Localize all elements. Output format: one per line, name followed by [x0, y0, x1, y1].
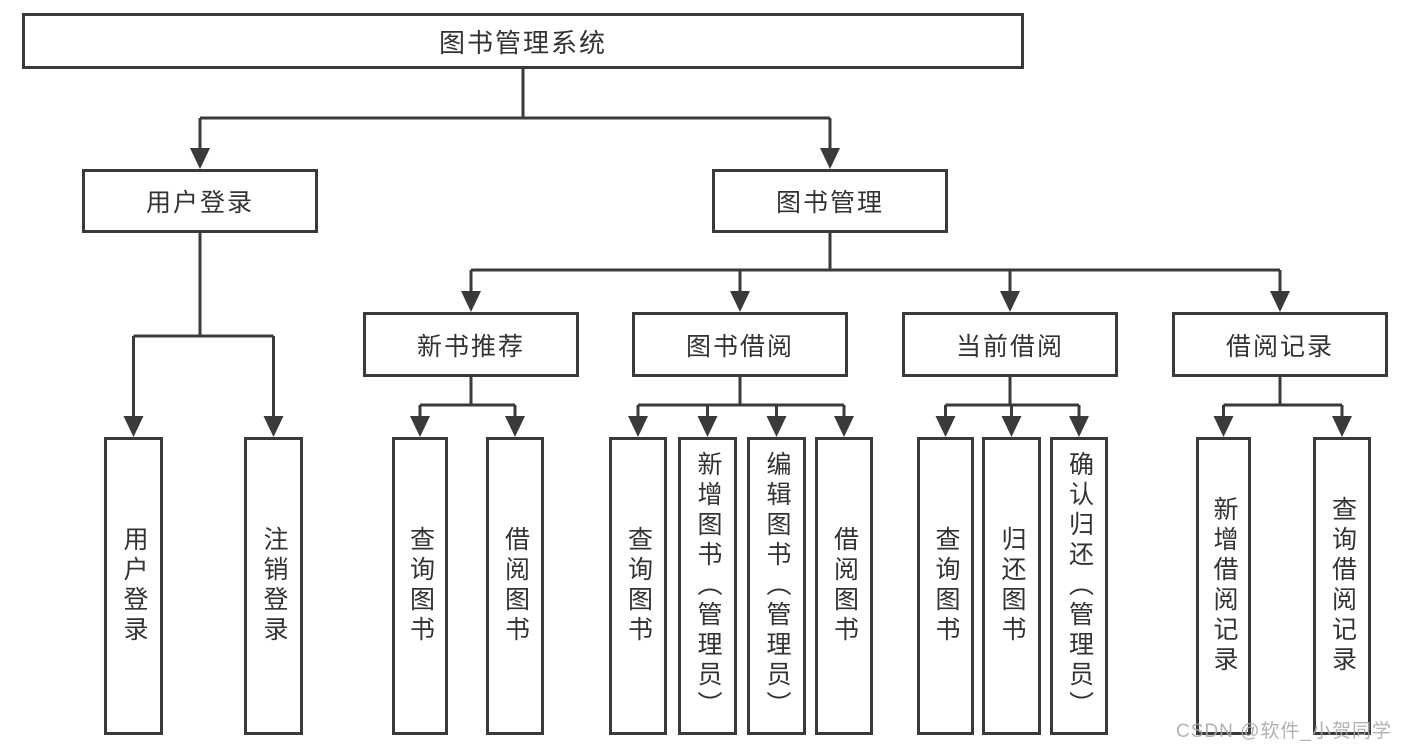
connector-current-borrow: [944, 377, 1081, 418]
leaf-br-query-record-label: 查询借阅记录: [1328, 496, 1357, 676]
node-borrowing-records: 借阅记录: [1172, 312, 1388, 377]
connector-borrow-records: [1222, 377, 1344, 418]
leaf-bb-query-books: 查询图书: [609, 437, 667, 735]
leaf-user-login: 用户登录: [104, 437, 163, 735]
leaf-cb-query-books-label: 查询图书: [932, 526, 960, 646]
leaf-user-login-label: 用户登录: [120, 526, 148, 646]
leaf-br-query-record: 查询借阅记录: [1313, 437, 1371, 735]
leaf-nb-query-books: 查询图书: [392, 437, 448, 735]
leaf-br-add-record: 新增借阅记录: [1196, 437, 1251, 735]
leaf-bb-borrow-books: 借阅图书: [815, 437, 873, 735]
connector-lines: [132, 69, 1344, 418]
leaf-bb-edit-books-admin-label: 编辑图书（管理员）: [763, 451, 791, 721]
connector-book-borrow: [636, 377, 846, 418]
leaf-logout: 注销登录: [244, 437, 303, 735]
leaf-cb-return-books-label: 归还图书: [998, 526, 1026, 646]
leaf-nb-borrow-books-label: 借阅图书: [501, 526, 530, 646]
leaf-cb-query-books: 查询图书: [917, 437, 974, 735]
leaf-cb-confirm-return-admin: 确认归还（管理员）: [1050, 437, 1108, 735]
connector-new-books: [418, 377, 517, 418]
leaf-bb-add-books-admin-label: 新增图书（管理员）: [694, 451, 722, 721]
leaf-nb-borrow-books: 借阅图书: [486, 437, 544, 735]
node-root: 图书管理系统: [22, 13, 1024, 69]
leaf-bb-edit-books-admin: 编辑图书（管理员）: [747, 437, 806, 735]
connector-root: [198, 69, 832, 150]
csdn-watermark: CSDN @软件_小贺同学: [1176, 721, 1392, 742]
node-book-borrowing: 图书借阅: [632, 312, 848, 377]
leaf-bb-add-books-admin: 新增图书（管理员）: [678, 437, 737, 735]
leaf-br-add-record-label: 新增借阅记录: [1210, 496, 1238, 676]
node-book-management: 图书管理: [712, 169, 948, 233]
leaf-logout-label: 注销登录: [260, 526, 288, 646]
leaf-cb-return-books: 归还图书: [982, 437, 1041, 735]
leaf-bb-query-books-label: 查询图书: [624, 526, 653, 646]
connector-book-mgmt: [469, 233, 1282, 293]
node-user-login: 用户登录: [82, 169, 318, 233]
node-current-borrowing: 当前借阅: [902, 312, 1118, 377]
leaf-nb-query-books-label: 查询图书: [406, 526, 435, 646]
connector-user-login: [132, 233, 275, 418]
leaf-bb-borrow-books-label: 借阅图书: [830, 526, 859, 646]
arrowheads: [123, 148, 1352, 437]
leaf-cb-confirm-return-admin-label: 确认归还（管理员）: [1065, 451, 1094, 721]
node-new-book-recommend: 新书推荐: [363, 312, 579, 377]
